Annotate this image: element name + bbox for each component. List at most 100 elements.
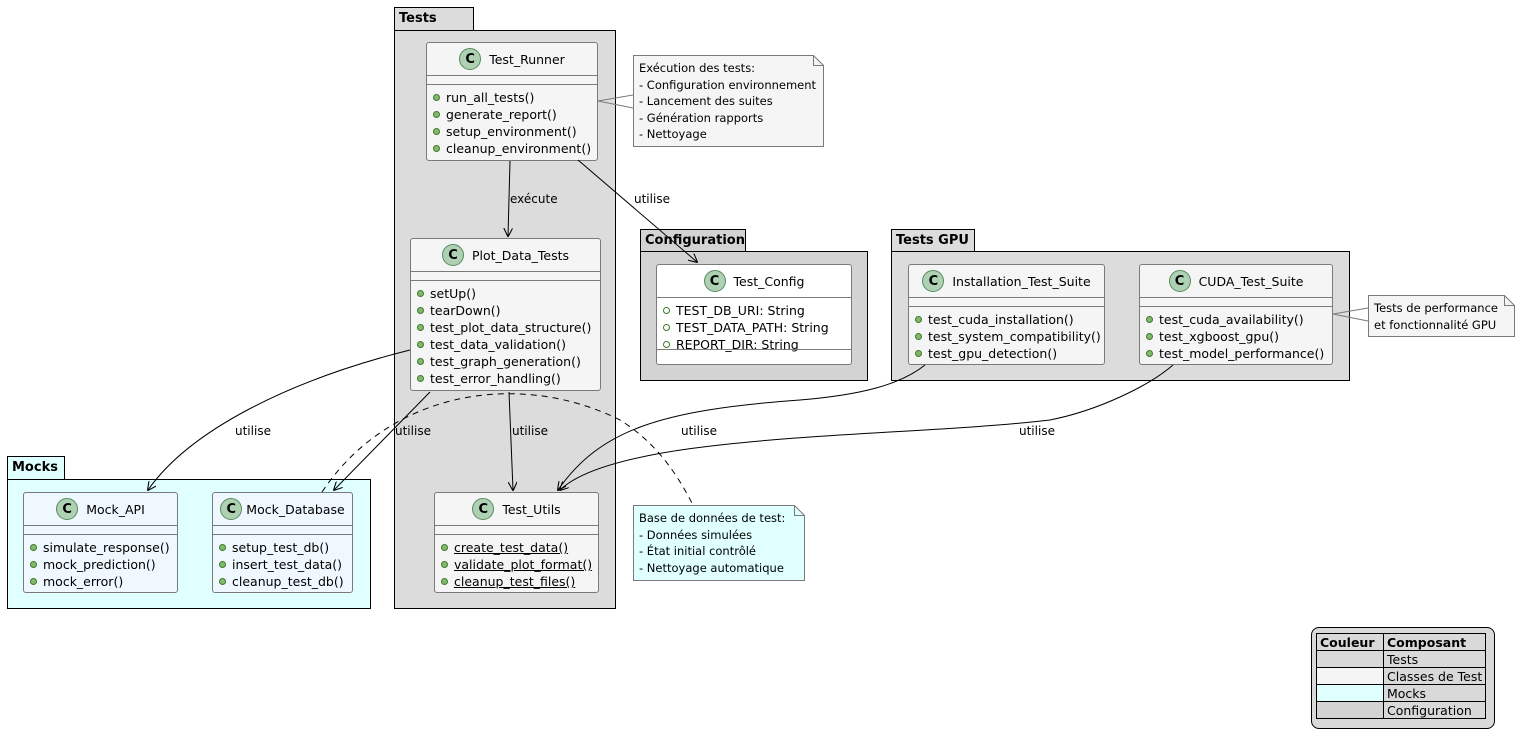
- edge-executes: [508, 160, 510, 236]
- note-anchor-gpu: [1332, 307, 1369, 322]
- method-row: setUp(): [417, 285, 600, 302]
- method-row: cleanup_environment(): [433, 140, 597, 157]
- method-row: test_xgboost_gpu(): [1146, 328, 1332, 345]
- legend-header: Couleur: [1316, 633, 1384, 651]
- method-row: test_model_performance(): [1146, 345, 1332, 362]
- note-line: Tests de performance: [1374, 301, 1498, 315]
- class-cuda-test-suite[interactable]: C CUDA_Test_Suite test_cuda_availability(…: [1139, 264, 1333, 365]
- note-database: Base de données de test: - Données simul…: [633, 505, 805, 581]
- method-row: test_system_compatibility(): [915, 328, 1104, 345]
- legend-row: Tests: [1316, 650, 1487, 668]
- edge-label-cuda-uses-utils: utilise: [1019, 424, 1055, 438]
- edge-runner-config: [577, 159, 697, 262]
- field-row: TEST_DB_URI: String: [663, 302, 851, 319]
- legend-label: Tests: [1382, 650, 1487, 668]
- class-icon: C: [472, 498, 495, 520]
- legend-row: Configuration: [1316, 701, 1487, 719]
- package-tab-tests-gpu: Tests GPU: [891, 229, 975, 252]
- class-name: Installation_Test_Suite: [952, 273, 1091, 289]
- edge-label-executes: exécute: [510, 192, 558, 206]
- method-row: validate_plot_format(): [441, 556, 598, 573]
- class-icon: C: [922, 270, 945, 292]
- class-icon: C: [441, 244, 464, 266]
- package-tab-mocks: Mocks: [7, 456, 65, 480]
- method-row: simulate_response(): [30, 539, 177, 556]
- note-anchor-runner: [597, 94, 634, 109]
- note-line: - Génération rapports: [639, 110, 764, 125]
- edge-plot-mock-api: [148, 349, 411, 490]
- method-row: test_plot_data_structure(): [417, 319, 600, 336]
- package-title: Tests GPU: [896, 233, 969, 248]
- legend-table: Couleur Composant Tests Classes de Test …: [1316, 633, 1487, 719]
- package-title: Configuration: [645, 233, 745, 248]
- class-name: Test_Runner: [489, 51, 565, 67]
- class-name: Test_Utils: [502, 501, 561, 517]
- class-name: Mock_Database: [246, 501, 345, 517]
- method-row: test_cuda_availability(): [1146, 311, 1332, 328]
- edge-label-uses-utils: utilise: [512, 424, 548, 438]
- edge-label-install-uses-utils: utilise: [681, 424, 717, 438]
- class-icon: C: [56, 498, 79, 520]
- legend-swatch: [1316, 650, 1384, 668]
- note-line: - Nettoyage automatique: [639, 560, 784, 575]
- edge-plot-mock-db: [334, 391, 431, 490]
- field-row: REPORT_DIR: String: [663, 336, 851, 353]
- edge-install-utils: [558, 364, 926, 490]
- method-row: test_graph_generation(): [417, 353, 600, 370]
- method-row: cleanup_test_files(): [441, 573, 598, 590]
- class-test-utils[interactable]: C Test_Utils create_test_data() validate_…: [434, 492, 599, 593]
- edge-cuda-utils: [560, 364, 1174, 490]
- legend: Couleur Composant Tests Classes de Test …: [1311, 627, 1495, 729]
- class-icon: C: [459, 48, 482, 70]
- method-row: setup_environment(): [433, 123, 597, 140]
- note-link-database: [321, 393, 694, 506]
- legend-row: Classes de Test: [1316, 667, 1487, 685]
- legend-row: Mocks: [1316, 684, 1487, 702]
- method-row: setup_test_db(): [219, 539, 352, 556]
- method-row: mock_error(): [30, 573, 177, 590]
- package-title: Mocks: [12, 460, 58, 475]
- class-mock-api[interactable]: C Mock_API simulate_response() mock_predi…: [23, 492, 178, 593]
- class-icon: C: [703, 270, 726, 292]
- legend-swatch: [1316, 701, 1384, 719]
- method-row: test_cuda_installation(): [915, 311, 1104, 328]
- note-line: - Données simulées: [639, 527, 753, 542]
- method-row: test_data_validation(): [417, 336, 600, 353]
- edge-plot-utils: [509, 391, 513, 490]
- method-row: insert_test_data(): [219, 556, 352, 573]
- method-row: test_error_handling(): [417, 370, 600, 387]
- note-line: - Nettoyage: [639, 127, 707, 141]
- note-line: et fonctionnalité GPU: [1374, 317, 1497, 332]
- method-row: tearDown(): [417, 302, 600, 319]
- class-installation-test-suite[interactable]: C Installation_Test_Suite test_cuda_insta…: [908, 264, 1105, 365]
- legend-label: Mocks: [1382, 684, 1487, 702]
- class-name: CUDA_Test_Suite: [1198, 273, 1304, 289]
- class-icon: C: [1168, 270, 1191, 292]
- class-test-runner[interactable]: C Test_Runner run_all_tests() generate_re…: [426, 42, 598, 161]
- edge-label-uses-config: utilise: [634, 192, 670, 206]
- field-row: TEST_DATA_PATH: String: [663, 319, 851, 336]
- legend-header: Composant: [1382, 633, 1487, 651]
- note-line: - État initial contrôlé: [639, 544, 757, 558]
- note-line: - Lancement des suites: [639, 94, 773, 108]
- method-row: create_test_data(): [441, 539, 598, 556]
- edge-label-uses-mock-api: utilise: [235, 424, 271, 438]
- class-name: Mock_API: [86, 501, 145, 517]
- legend-swatch: [1316, 684, 1384, 702]
- method-row: mock_prediction(): [30, 556, 177, 573]
- method-row: run_all_tests(): [433, 89, 597, 106]
- method-row: generate_report(): [433, 106, 597, 123]
- class-icon: C: [220, 498, 243, 520]
- method-row: cleanup_test_db(): [219, 573, 352, 590]
- note-line: Base de données de test:: [639, 511, 786, 525]
- legend-label: Classes de Test: [1382, 667, 1487, 685]
- package-tab-configuration: Configuration: [640, 229, 746, 252]
- edge-label-uses-mock-db: utilise: [395, 424, 431, 438]
- legend-label: Configuration: [1382, 701, 1487, 719]
- legend-swatch: [1316, 667, 1384, 685]
- note-gpu: Tests de performance et fonctionnalité G…: [1368, 295, 1515, 337]
